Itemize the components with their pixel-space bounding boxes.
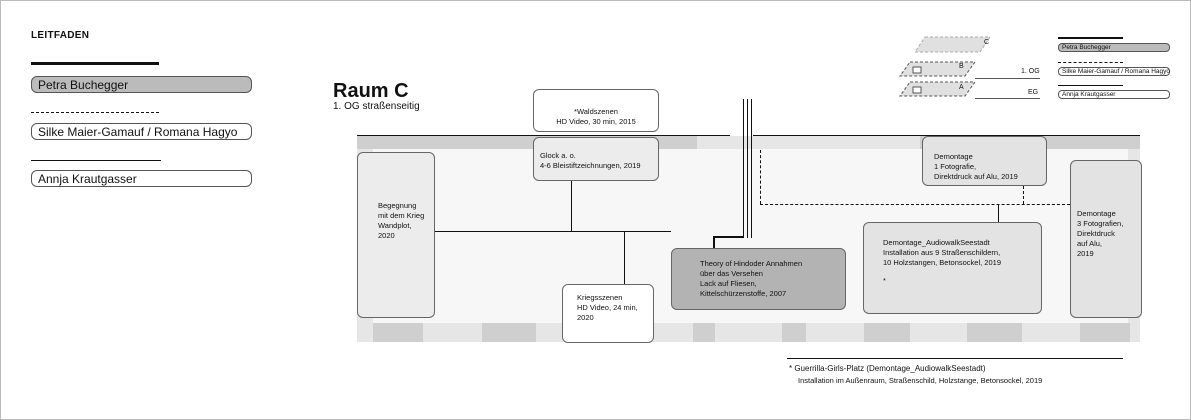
connector-line — [753, 135, 1140, 136]
connector-line-dashed — [760, 150, 761, 204]
wall-segment — [693, 323, 715, 342]
work-demontage-1-fotografie[interactable]: Demontage 1 Fotografie, Direktdruck auf … — [922, 136, 1047, 186]
mini-legend-annja-krautgasser: Annja Krautgasser — [1058, 90, 1170, 99]
connector-line — [357, 135, 730, 136]
legend-rule-dashed — [31, 112, 159, 113]
room-subtitle: 1. OG straßenseitig — [333, 101, 420, 112]
connector-line — [571, 181, 572, 231]
footnote-title: * Guerrilla-Girls-Platz (Demontage_Audio… — [789, 364, 986, 373]
wall-segment — [782, 323, 806, 342]
wall-segment — [1080, 323, 1130, 342]
footnote-rule — [787, 358, 1123, 359]
wall-segment — [373, 323, 423, 342]
room-title: Raum C — [333, 80, 409, 102]
connector-line-dashed — [760, 204, 1070, 205]
legend-title: LEITFADEN — [31, 30, 90, 41]
floor-stack-diagram — [899, 36, 991, 97]
legend-rule-thin — [31, 160, 161, 161]
level-label-eg: EG — [1028, 89, 1039, 96]
work-kriegsszenen[interactable]: Kriegsszenen HD Video, 24 min, 2020 — [562, 284, 654, 343]
level-label-1og: 1. OG — [1021, 68, 1040, 75]
wall-segment — [967, 323, 1022, 342]
wall-segment — [482, 323, 536, 342]
mini-legend-rule-solid — [1058, 37, 1123, 39]
floor-label-a: A — [959, 84, 964, 91]
floor-label-b: B — [959, 63, 964, 70]
mini-legend-petra-buchegger: Petra Buchegger — [1058, 43, 1170, 52]
mini-legend-rule-thin — [1058, 85, 1123, 86]
work-theory-of-hindoder[interactable]: Theory of Hindoder Annahmen über das Ver… — [671, 248, 846, 310]
floor-c — [914, 36, 991, 53]
connector-line — [713, 236, 715, 248]
floor-marker — [912, 66, 922, 74]
work-demontage-audiowalk-text: Demontage_AudiowalkSeestadt Installation… — [883, 238, 1001, 267]
work-begegnung-mit-dem-krieg[interactable]: Begegnung mit dem Krieg Wandplot, 2020 — [357, 152, 435, 318]
connector-line — [747, 99, 748, 238]
connector-line — [624, 231, 625, 284]
legend-rule-solid — [31, 62, 159, 65]
footnote-detail: Installation im Außenraum, Straßenschild… — [798, 376, 1043, 385]
level-line — [975, 78, 1040, 79]
connector-line — [435, 231, 671, 232]
mini-legend-rule-dashed — [1058, 62, 1123, 63]
connector-line — [751, 99, 752, 238]
level-line — [975, 98, 1040, 99]
connector-line-dashed — [1023, 186, 1024, 204]
work-demontage-3-fotografien[interactable]: Demontage 3 Fotografien, Direktdruck auf… — [1070, 160, 1142, 318]
footnote-marker: * — [883, 276, 886, 285]
work-glock[interactable]: Glock a. o. 4-6 Bleistiftzeichnungen, 20… — [533, 137, 659, 181]
connector-line — [743, 99, 744, 238]
floor-marker — [912, 86, 922, 94]
work-demontage-audiowalk[interactable]: Demontage_AudiowalkSeestadt Installation… — [863, 222, 1042, 314]
floor-label-c: C — [984, 39, 990, 46]
connector-line — [713, 236, 744, 238]
connector-line — [998, 204, 999, 222]
legend-item-annja-krautgasser[interactable]: Annja Krautgasser — [31, 170, 252, 187]
wall-segment — [864, 323, 910, 342]
legend-item-maier-gamauf-hagyo[interactable]: Silke Maier-Gamauf / Romana Hagyo — [31, 123, 252, 140]
work-waldszenen[interactable]: *Waldszenen HD Video, 30 min, 2015 — [533, 89, 659, 132]
legend-item-petra-buchegger[interactable]: Petra Buchegger — [31, 76, 252, 93]
mini-legend-maier-gamauf-hagyo: Silke Maier-Gamauf / Romana Hagyo — [1058, 67, 1170, 76]
